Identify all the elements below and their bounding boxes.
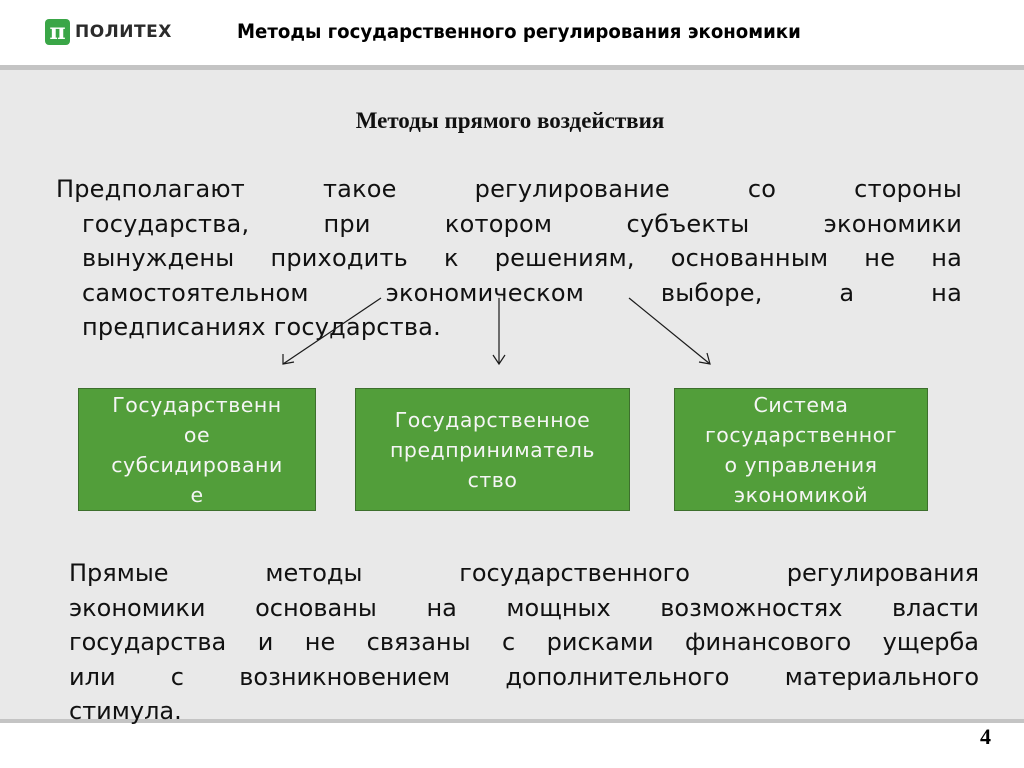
paragraph-line: самостоятельном экономическом выборе, а …: [82, 278, 962, 307]
paragraph-line: предписаниях государства.: [82, 313, 441, 341]
method-box-label: Государственн ое субсидировани е: [111, 392, 283, 507]
method-box-entrepreneurship: Государственное предприниматель ство: [355, 388, 630, 511]
politech-logo: π ПОЛИТЕХ: [45, 19, 172, 45]
footer-divider: [0, 719, 1024, 723]
page-number: 4: [980, 724, 991, 749]
paragraph-line: вынуждены приходить к решениям, основанн…: [82, 244, 962, 272]
paragraph-line: государства, при котором субъекты эконом…: [82, 209, 962, 238]
definition-paragraph: Предполагают такое регулирование со стор…: [56, 172, 962, 345]
paragraph-line: Прямые методы государственного регулиров…: [69, 559, 979, 587]
paragraph-line: или с возникновением дополнительного мат…: [69, 662, 979, 691]
logo-text: ПОЛИТЕХ: [75, 22, 172, 42]
header-title: Методы государственного регулирования эк…: [237, 20, 801, 43]
paragraph-line: Предполагают такое регулирование со стор…: [56, 175, 962, 203]
method-box-label: Государственное предприниматель ство: [390, 407, 595, 492]
summary-paragraph: Прямые методы государственного регулиров…: [69, 556, 979, 729]
slide-subtitle: Методы прямого воздействия: [355, 108, 665, 133]
paragraph-line: экономики основаны на мощных возможностя…: [69, 593, 979, 622]
paragraph-line: государства и не связаны с рисками финан…: [69, 628, 979, 656]
method-box-management-system: Система государственног о управления эко…: [674, 388, 928, 511]
paragraph-line: стимула.: [69, 697, 182, 725]
header-divider: [0, 65, 1024, 70]
slide-header: π ПОЛИТЕХ Методы государственного регули…: [0, 0, 1024, 64]
method-box-label: Система государственног о управления эко…: [705, 392, 897, 507]
method-box-subsidies: Государственн ое субсидировани е: [78, 388, 316, 511]
pi-logo-icon: π: [45, 19, 70, 45]
